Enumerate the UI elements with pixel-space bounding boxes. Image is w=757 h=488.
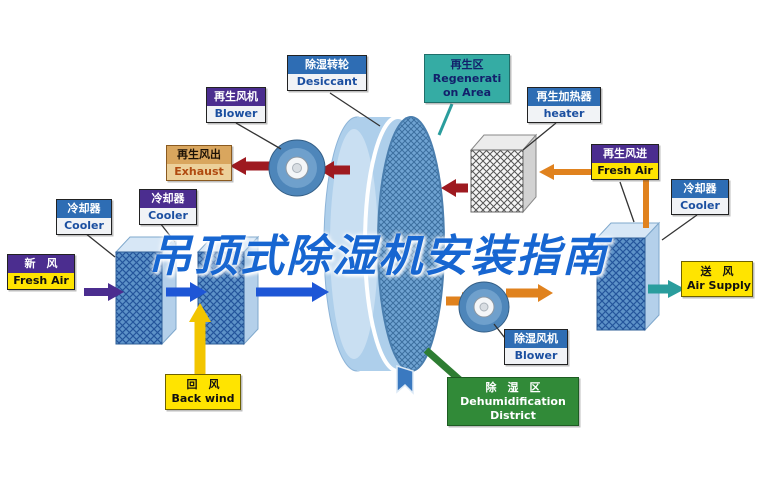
label-regen-heater-en: heater <box>528 105 600 122</box>
label-regeneration-area-en2: on Area <box>442 85 492 99</box>
label-exhaust-en: Exhaust <box>167 163 231 180</box>
label-desiccant: 除湿转轮 Desiccant <box>287 55 367 91</box>
arrow-supply-orange-2 <box>506 284 553 302</box>
arrow-process-blue-1 <box>166 282 207 302</box>
label-desiccant-en: Desiccant <box>288 73 366 90</box>
label-cooler-far-left-en: Cooler <box>57 217 111 234</box>
label-air-supply-zh: 送 风 <box>700 265 734 278</box>
label-air-supply: 送 风 Air Supply <box>681 261 753 297</box>
label-cooler-mid-left: 冷却器 Cooler <box>139 189 197 225</box>
label-regen-blower-zh: 再生风机 <box>207 88 265 106</box>
label-regen-heater-zh: 再生加热器 <box>528 88 600 106</box>
label-fresh-air-intake-en: Fresh Air <box>8 272 74 289</box>
regen-blower-fan <box>268 139 326 197</box>
label-regeneration-area-zh: 再生区 <box>450 58 484 71</box>
label-dehum-district-en2: District <box>490 408 536 422</box>
label-back-wind-en: Back wind <box>171 391 235 405</box>
label-cooler-right-en: Cooler <box>672 197 728 214</box>
arrow-exhaust-red <box>230 157 468 197</box>
connector-dehum-district <box>423 347 464 384</box>
label-cooler-right-zh: 冷却器 <box>672 180 728 198</box>
label-dehum-blower-en: Blower <box>505 347 567 364</box>
label-fresh-air-intake: 新 风 Fresh Air <box>7 254 75 290</box>
label-exhaust: 再生风出 Exhaust <box>166 145 232 181</box>
label-regen-heater: 再生加热器 heater <box>527 87 601 123</box>
page-title: 吊顶式除湿机安装指南 <box>148 231 608 282</box>
arrow-air-supply-teal <box>648 280 685 298</box>
label-dehum-blower: 除湿风机 Blower <box>504 329 568 365</box>
label-dehum-district: 除 湿 区 Dehumidification District <box>447 377 579 427</box>
leader-lines <box>84 92 698 348</box>
cooler-coil-mid <box>196 235 260 346</box>
label-cooler-far-left-zh: 冷却器 <box>57 200 111 218</box>
label-cooler-mid-left-en: Cooler <box>140 207 196 224</box>
arrow-return-air-yellow <box>189 303 211 376</box>
label-dehum-blower-zh: 除湿风机 <box>505 330 567 348</box>
label-desiccant-zh: 除湿转轮 <box>288 56 366 74</box>
label-cooler-far-left: 冷却器 Cooler <box>56 199 112 235</box>
desiccant-wheel <box>323 115 445 373</box>
label-fresh-air-regen: 再生风进 Fresh Air <box>591 144 659 180</box>
label-fresh-air-regen-en: Fresh Air <box>592 162 658 179</box>
label-regeneration-area-en1: Regenerati <box>432 71 502 85</box>
arrow-process-blue-2 <box>256 282 329 302</box>
label-dehum-district-zh: 除 湿 区 <box>485 381 541 394</box>
label-fresh-air-regen-zh: 再生风进 <box>592 145 658 163</box>
label-dehum-district-en1: Dehumidification <box>460 394 566 408</box>
label-back-wind: 回 风 Back wind <box>165 374 241 410</box>
label-regeneration-area: 再生区 Regenerati on Area <box>424 54 510 104</box>
cooler-coil-left <box>114 235 178 346</box>
heater-exchanger-box <box>469 133 538 214</box>
rotation-ribbon <box>396 364 414 395</box>
dehum-blower-fan <box>458 281 510 333</box>
label-cooler-mid-left-zh: 冷却器 <box>140 190 196 208</box>
label-exhaust-zh: 再生风出 <box>167 146 231 164</box>
label-air-supply-en: Air Supply <box>687 278 751 292</box>
leader-regeneration-area <box>437 103 454 136</box>
label-regen-blower-en: Blower <box>207 105 265 122</box>
arrow-fresh-air-purple <box>84 283 124 301</box>
label-back-wind-zh: 回 风 <box>186 378 220 391</box>
label-regen-blower: 再生风机 Blower <box>206 87 266 123</box>
label-cooler-right: 冷却器 Cooler <box>671 179 729 215</box>
label-fresh-air-intake-zh: 新 风 <box>8 255 74 273</box>
